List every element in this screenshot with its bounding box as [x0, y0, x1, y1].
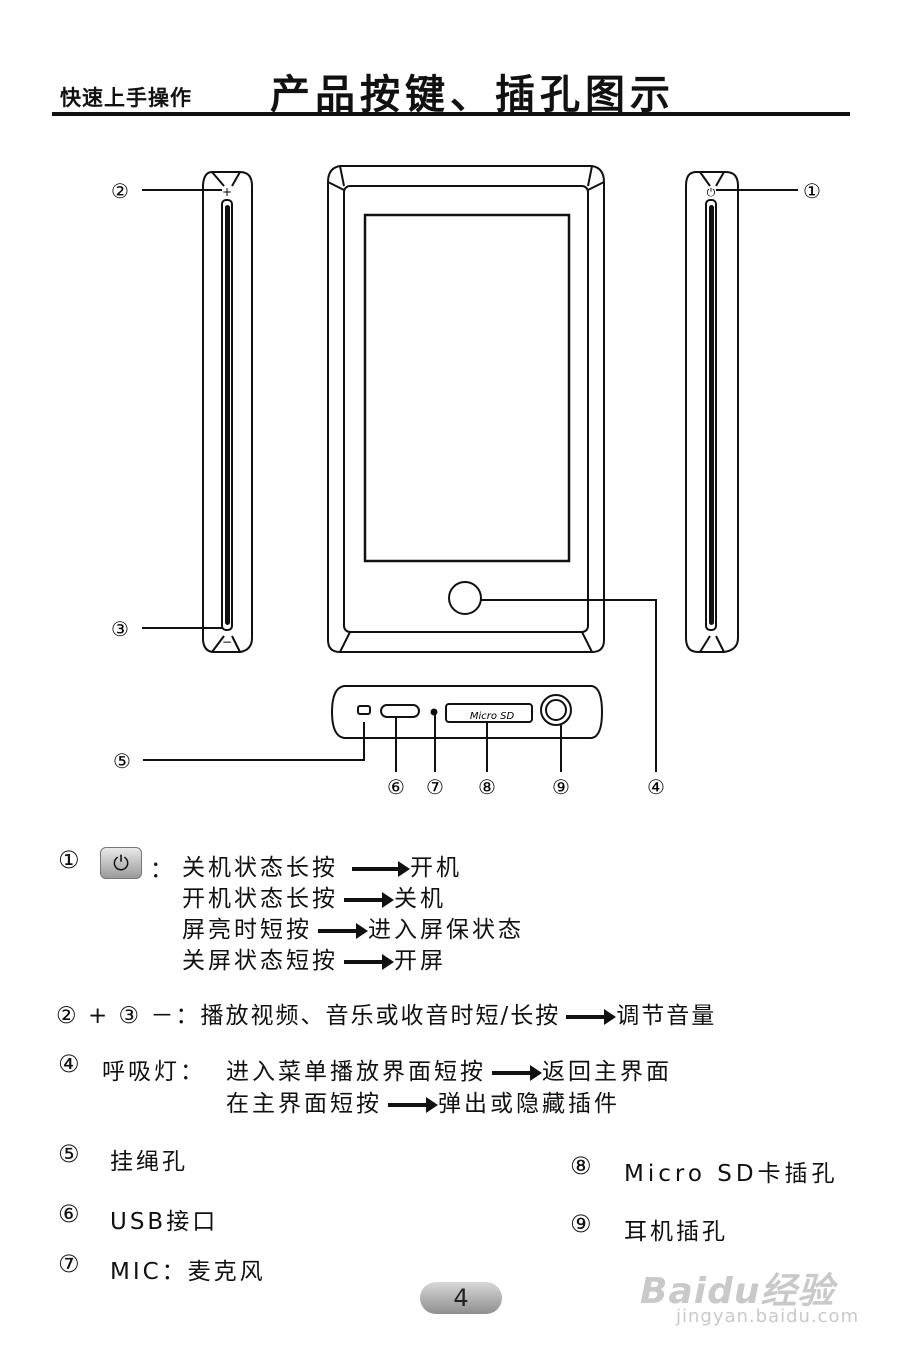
- section-label: 快速上手操作: [60, 86, 192, 110]
- item8-text: Micro SD卡插孔: [624, 1161, 839, 1187]
- callout-3: ③: [111, 617, 129, 641]
- device-diagram: + − ⏻ Micro SD ② ③ ① ⑤ ⑥ ⑦ ⑧ ⑨ ④: [111, 165, 821, 799]
- item4-line2: 在主界面短按弹出或隐藏插件: [226, 1091, 620, 1117]
- item1-colon: ：: [150, 857, 176, 883]
- page-number: 4: [420, 1282, 502, 1314]
- arrow-icon: [344, 953, 394, 970]
- device-left-side-view: [202, 171, 253, 653]
- power-icon: ⏻: [100, 847, 142, 879]
- item9-text: 耳机插孔: [624, 1219, 728, 1245]
- item23-line: ② + ③ －：播放视频、音乐或收音时短/长按调节音量: [56, 1003, 717, 1029]
- volume-plus-label: +: [222, 185, 232, 199]
- item1-line4: 关屏状态短按开屏: [182, 948, 446, 974]
- volume-minus-label: −: [222, 635, 232, 649]
- page-title: 产品按键、插孔图示: [270, 72, 675, 118]
- device-front-view: [327, 165, 605, 653]
- item6-number: ⑥: [58, 1200, 80, 1228]
- item1-number: ①: [58, 846, 80, 874]
- item1-line1: 关机状态长按开机: [182, 855, 462, 881]
- callout-4: ④: [647, 775, 665, 799]
- item7-number: ⑦: [58, 1250, 80, 1278]
- item8-number: ⑧: [570, 1152, 592, 1180]
- watermark-url: jingyan.baidu.com: [676, 1306, 860, 1327]
- item1-line2: 开机状态长按关机: [182, 886, 446, 912]
- power-side-icon: ⏻: [707, 186, 716, 199]
- callout-7: ⑦: [426, 775, 444, 799]
- device-bottom-view: [330, 685, 604, 739]
- callout-9: ⑨: [552, 775, 570, 799]
- device-right-side-view: [685, 171, 739, 653]
- arrow-icon: [492, 1064, 542, 1081]
- item5-text: 挂绳孔: [110, 1149, 188, 1175]
- leader-lines: [142, 189, 798, 772]
- arrow-icon: [318, 922, 368, 939]
- item4-label: 呼吸灯：: [102, 1059, 206, 1085]
- watermark-brand: Baidu经验: [640, 1271, 835, 1312]
- item1-line3: 屏亮时短按进入屏保状态: [182, 917, 524, 943]
- item9-number: ⑨: [570, 1210, 592, 1238]
- callout-8: ⑧: [478, 775, 496, 799]
- callout-6: ⑥: [387, 775, 405, 799]
- item4-line1: 进入菜单播放界面短按返回主界面: [226, 1059, 672, 1085]
- arrow-icon: [388, 1096, 438, 1113]
- arrow-icon: [352, 860, 410, 877]
- callout-2: ②: [111, 179, 129, 203]
- sd-slot-label: Micro SD: [470, 711, 515, 722]
- arrow-icon: [344, 891, 394, 908]
- header-rule: [52, 112, 850, 116]
- item5-number: ⑤: [58, 1140, 80, 1168]
- callout-5: ⑤: [113, 749, 131, 773]
- item6-text: USB接口: [110, 1209, 219, 1235]
- arrow-icon: [566, 1008, 617, 1025]
- item7-text: MIC：麦克风: [110, 1259, 266, 1285]
- item4-number: ④: [58, 1050, 80, 1078]
- callout-1: ①: [803, 179, 821, 203]
